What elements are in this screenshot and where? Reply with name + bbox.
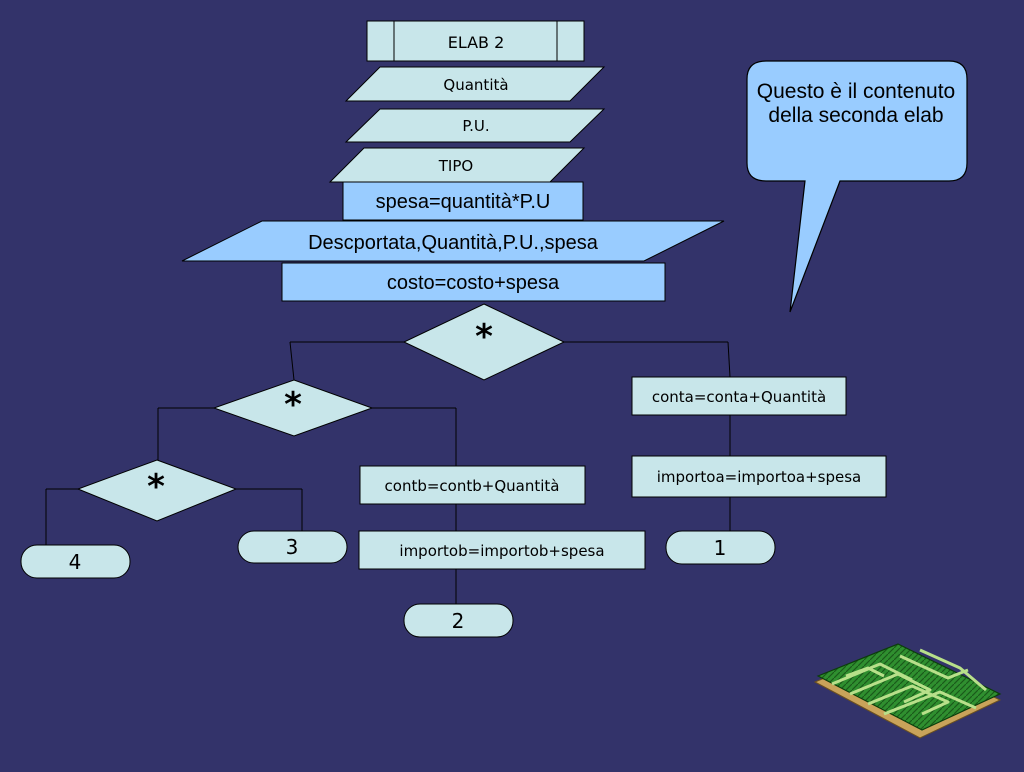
contb-process-box: contb=contb+Quantità	[359, 465, 586, 505]
connector-1-label: 1	[714, 536, 727, 560]
importoa-formula: importoa=importoa+spesa	[657, 468, 862, 486]
input-quantita: Quantità	[344, 66, 606, 102]
conta-process-box: conta=conta+Quantità	[631, 376, 847, 416]
elab-2-label: ELAB 2	[448, 33, 505, 52]
output-label: Descportata,Quantità,P.U.,spesa	[308, 232, 599, 254]
maze-icon	[813, 643, 1002, 739]
decision-second: *	[212, 379, 374, 437]
decision-third-label: *	[147, 467, 165, 507]
connector-3: 3	[237, 530, 348, 564]
decision-main: *	[402, 303, 566, 381]
elab-2-process-box: ELAB 2	[366, 20, 585, 62]
connector-2-label: 2	[452, 609, 465, 633]
spesa-process-box: spesa=quantità*P.U	[342, 181, 584, 221]
costo-formula: costo=costo+spesa	[387, 272, 560, 294]
decision-third: *	[76, 459, 238, 522]
input-tipo-label: TIPO	[438, 157, 473, 175]
conta-formula: conta=conta+Quantità	[652, 388, 826, 406]
importoa-process-box: importoa=importoa+spesa	[631, 455, 887, 498]
input-pu: P.U.	[344, 108, 606, 143]
importob-process-box: importob=importob+spesa	[358, 530, 646, 570]
costo-process-box: costo=costo+spesa	[281, 262, 666, 302]
connector-1: 1	[665, 530, 776, 565]
input-quantita-label: Quantità	[443, 76, 508, 94]
connector-4-label: 4	[69, 550, 82, 574]
input-pu-label: P.U.	[462, 117, 489, 135]
callout-bubble	[746, 60, 968, 313]
output-parallelogram: Descportata,Quantità,P.U.,spesa	[181, 220, 725, 262]
decision-second-label: *	[284, 385, 302, 425]
decision-main-label: *	[475, 317, 493, 357]
connector-lines	[45, 341, 731, 604]
connector-4: 4	[20, 544, 131, 579]
input-tipo: TIPO	[328, 147, 586, 183]
spesa-formula: spesa=quantità*P.U	[376, 191, 551, 213]
connector-3-label: 3	[286, 535, 299, 559]
callout-text: Questo è il contenuto della seconda elab	[756, 80, 956, 127]
connector-2: 2	[403, 603, 514, 638]
contb-formula: contb=contb+Quantità	[385, 477, 560, 495]
importob-formula: importob=importob+spesa	[399, 542, 604, 560]
